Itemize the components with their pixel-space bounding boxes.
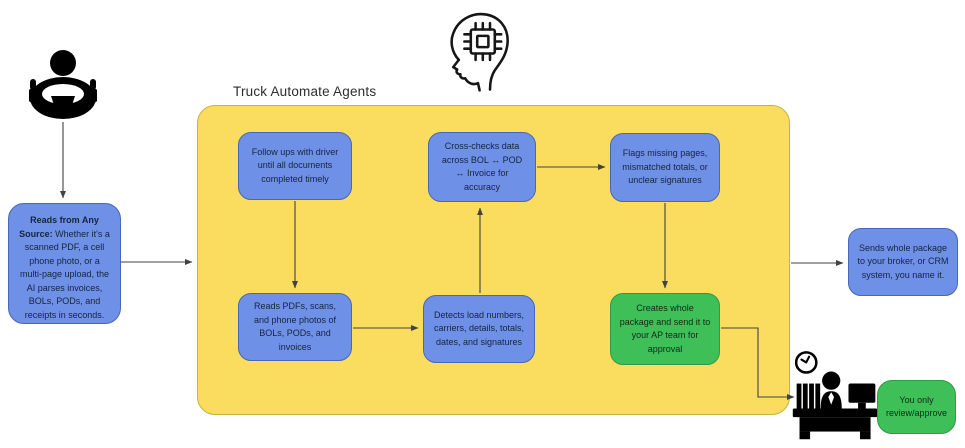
node-reads-from-any-source: Reads from Any Source: Whether it's a sc…: [8, 203, 121, 324]
node-source-label: Whether it's a scanned PDF, a cell phone…: [19, 228, 110, 320]
person-at-desk-icon: [792, 349, 880, 445]
node-reads-pdfs: Reads PDFs, scans, and phone photos of B…: [238, 293, 352, 361]
node-follow-ups: Follow ups with driver until all documen…: [238, 132, 352, 200]
node-review-approve: You only review/approve: [877, 380, 956, 434]
node-label: Follow ups with driver until all documen…: [251, 146, 339, 184]
node-flags-issues: Flags missing pages, mismatched totals, …: [610, 133, 720, 202]
node-label: Flags missing pages, mismatched totals, …: [622, 148, 708, 186]
clock-icon: [794, 351, 818, 374]
node-label: Cross-checks data across BOL ↔ POD ↔ Inv…: [441, 141, 523, 192]
node-source-label-bold: Reads from Any Source:: [19, 215, 99, 239]
truck-driver-icon: [28, 50, 98, 120]
node-label: Detects load numbers, carriers, details,…: [433, 309, 525, 347]
node-label: Sends whole package to your broker, or C…: [857, 242, 949, 280]
node-cross-checks: Cross-checks data across BOL ↔ POD ↔ Inv…: [428, 132, 536, 202]
node-detects-details: Detects load numbers, carriers, details,…: [423, 295, 535, 363]
node-label: You only review/approve: [885, 394, 948, 419]
agents-group-title: Truck Automate Agents: [233, 84, 377, 99]
node-creates-package: Creates whole package and send it to you…: [610, 293, 720, 365]
node-label: Reads PDFs, scans, and phone photos of B…: [253, 301, 337, 352]
ai-brain-chip-icon: [438, 2, 518, 105]
node-sends-package: Sends whole package to your broker, or C…: [848, 228, 958, 296]
node-label: Creates whole package and send it to you…: [619, 303, 711, 354]
